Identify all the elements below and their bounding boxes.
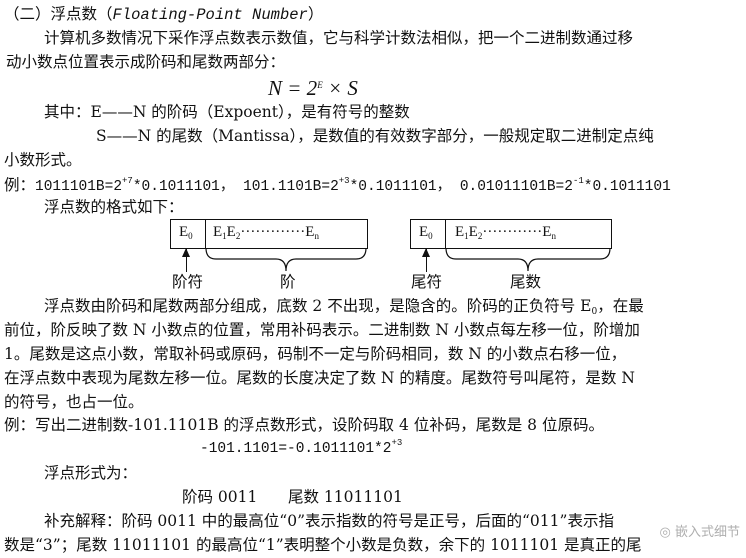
intro-line-1: 计算机多数情况下采作浮点数表示数值，它与科学计数法相似，把一个二进制数通过移	[44, 29, 634, 47]
definition-mantissa: S——N 的尾数（Mantissa），是数值的有效数字部分，一般规定取二进制定点…	[96, 127, 654, 145]
formula: N = 2E × S	[268, 76, 358, 100]
sign-bit-label: E0	[179, 224, 193, 241]
definition-exponent: 其中：E——N 的阶码（Expoent），是有符号的整数	[44, 103, 410, 121]
sign-bit-cell	[411, 220, 446, 248]
supplement-line-1: 补充解释：阶码 0011 中的最高位“0”表示指数的符号是正号，后面的“011”…	[44, 512, 614, 530]
exponent-code: 阶码 0011	[182, 488, 258, 506]
definition-mantissa-cont: 小数形式。	[4, 151, 82, 169]
brace-exponent-icon	[205, 247, 367, 272]
intro-line-2: 动小数点位置表示成阶码和尾数两部分：	[6, 53, 286, 71]
mantissa-code: 尾数 11011101	[288, 488, 403, 506]
example-2-line: 例：写出二进制数-101.1101B 的浮点数形式，设阶码取 4 位补码，尾数是…	[4, 416, 604, 434]
format-box-mantissa: E0 E1E2············En	[410, 219, 612, 249]
up-arrow-icon	[422, 248, 430, 272]
label-exponent: 阶	[280, 273, 296, 291]
section-title-english: Floating-Point Number	[112, 6, 308, 24]
up-arrow-icon	[182, 248, 190, 272]
supplement-line-2: 数是“3”；尾数 11011101 的最高位“1”表明整个小数是负数，余下的 1…	[4, 536, 642, 554]
format-heading: 浮点数的格式如下：	[44, 198, 184, 216]
float-form-label: 浮点形式为：	[44, 464, 138, 482]
paragraph-line-1: 浮点数由阶码和尾数两部分组成，底数 2 不出现，是隐含的。阶码的正负符号 E0，…	[44, 297, 644, 317]
mantissa-bits-label: E1E2············En	[455, 224, 556, 241]
watermark: ◎ 嵌入式细节	[659, 525, 741, 540]
exponent-bits-label: E1E2·············En	[213, 224, 319, 241]
sign-bit-cell	[171, 220, 206, 248]
paragraph-line-5: 的符号，也占一位。	[4, 393, 144, 411]
example-2-equation: -101.1101=-0.1011101*2+3	[200, 438, 403, 458]
paragraph-line-3: 1。尾数是这点小数，常取补码或原码，码制不一定与阶码相同，数 N 的小数点右移一…	[4, 345, 627, 363]
paragraph-line-4: 在浮点数中表现为尾数左移一位。尾数的长度决定了数 N 的精度。尾数符号叫尾符，是…	[4, 369, 635, 387]
brace-mantissa-icon	[445, 247, 611, 272]
label-exponent-sign: 阶符	[172, 273, 204, 291]
example-1: 例：1011101B=2+7*0.1011101， 101.1101B=2+3*…	[4, 176, 671, 195]
chat-bubble-icon: ◎	[659, 525, 671, 540]
sign-bit-label: E0	[419, 224, 433, 241]
section-title: （二）浮点数（Floating-Point Number）	[4, 5, 324, 24]
label-mantissa: 尾数	[510, 273, 542, 291]
label-mantissa-sign: 尾符	[411, 273, 443, 291]
format-box-exponent: E0 E1E2·············En	[170, 219, 368, 249]
paragraph-line-2: 前位，阶反映了数 N 小数点的位置，常用补码表示。二进制数 N 小数点每左移一位…	[4, 321, 640, 339]
